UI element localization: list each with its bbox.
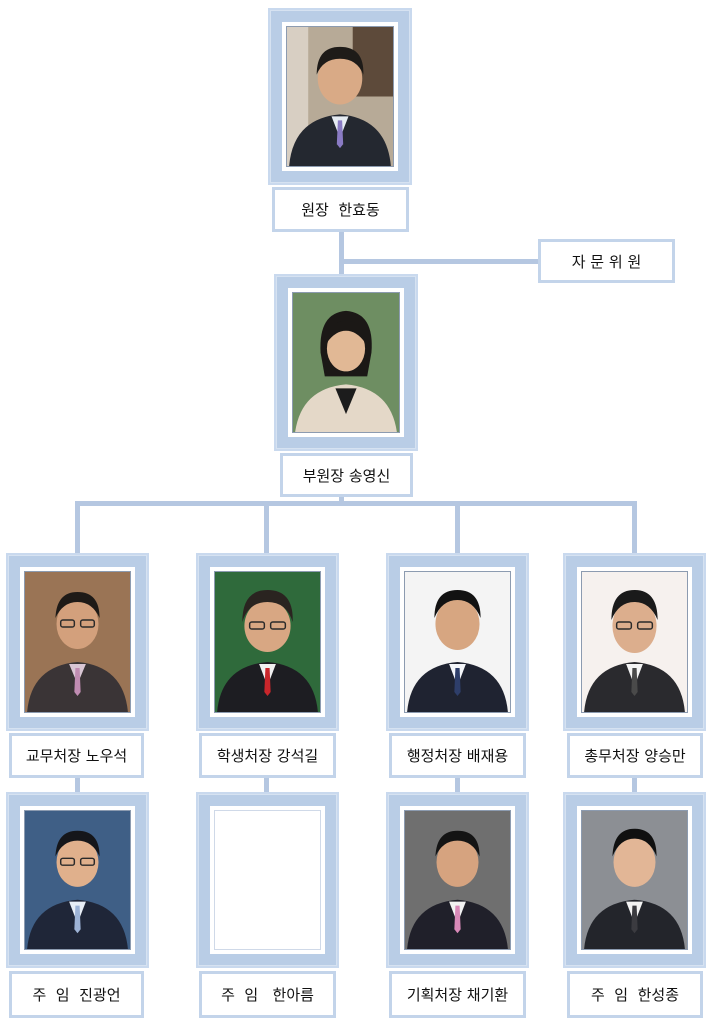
dept-4-sub-photo-frame	[563, 792, 706, 968]
connector-sub-2	[264, 775, 269, 795]
dept-2-head-label: 학생처장 강석길	[199, 733, 336, 778]
dept-4-sub-label: 주 임 한성종	[567, 971, 703, 1018]
connector-bus	[75, 501, 637, 506]
vice-director-photo-frame	[274, 274, 418, 451]
dept-1-sub-photo-frame	[6, 792, 149, 968]
dept-1-head-label: 교무처장 노우석	[9, 733, 144, 778]
vice-director-photo	[292, 292, 400, 433]
connector-drop-3	[455, 501, 460, 555]
dept-1-head-photo	[24, 571, 131, 713]
dept-2-sub-photo-empty	[214, 810, 321, 950]
dept-3-head-photo	[404, 571, 511, 713]
dept-4-sub-photo	[581, 810, 688, 950]
connector-director-vice	[339, 231, 344, 275]
dept-3-head-photo-frame	[386, 553, 529, 731]
director-label: 원장 한효동	[272, 187, 409, 232]
vice-director-label: 부원장 송영신	[280, 453, 413, 497]
dept-2-sub-label: 주 임 한아름	[199, 971, 336, 1018]
connector-sub-3	[455, 775, 460, 795]
dept-4-head-label: 총무처장 양승만	[567, 733, 703, 778]
dept-4-head-photo-frame	[563, 553, 706, 731]
dept-1-sub-photo	[24, 810, 131, 950]
connector-drop-1	[75, 501, 80, 555]
dept-4-head-photo	[581, 571, 688, 713]
dept-2-sub-photo-frame	[196, 792, 339, 968]
director-photo-frame	[268, 8, 412, 185]
dept-1-head-photo-frame	[6, 553, 149, 731]
dept-3-sub-photo-frame	[386, 792, 529, 968]
connector-drop-2	[264, 501, 269, 555]
dept-2-head-photo	[214, 571, 321, 713]
director-photo	[286, 26, 394, 167]
connector-sub-4	[632, 775, 637, 795]
dept-3-head-label: 행정처장 배재용	[389, 733, 526, 778]
dept-3-sub-label: 기획처장 채기환	[389, 971, 526, 1018]
dept-3-sub-photo	[404, 810, 511, 950]
connector-sub-1	[75, 775, 80, 795]
connector-advisory	[339, 259, 542, 264]
dept-1-sub-label: 주 임 진광언	[9, 971, 144, 1018]
advisory-label: 자 문 위 원	[538, 239, 675, 283]
dept-2-head-photo-frame	[196, 553, 339, 731]
connector-drop-4	[632, 501, 637, 555]
